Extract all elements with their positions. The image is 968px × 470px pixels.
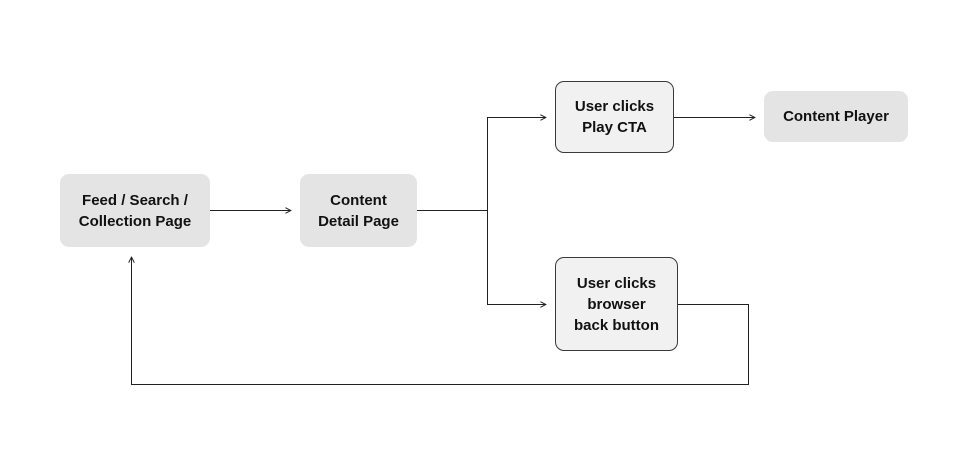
- node-user-clicks-back-button: User clicks browser back button: [555, 257, 678, 351]
- node-content-detail-page: Content Detail Page: [300, 174, 417, 247]
- node-user-clicks-play-cta: User clicks Play CTA: [555, 81, 674, 153]
- edge-back-to-feed: [132, 257, 749, 385]
- node-feed-search-collection-page: Feed / Search / Collection Page: [60, 174, 210, 247]
- edge-detail-to-back: [487, 210, 547, 305]
- edge-detail-to-play: [487, 118, 547, 211]
- node-content-player: Content Player: [764, 91, 908, 142]
